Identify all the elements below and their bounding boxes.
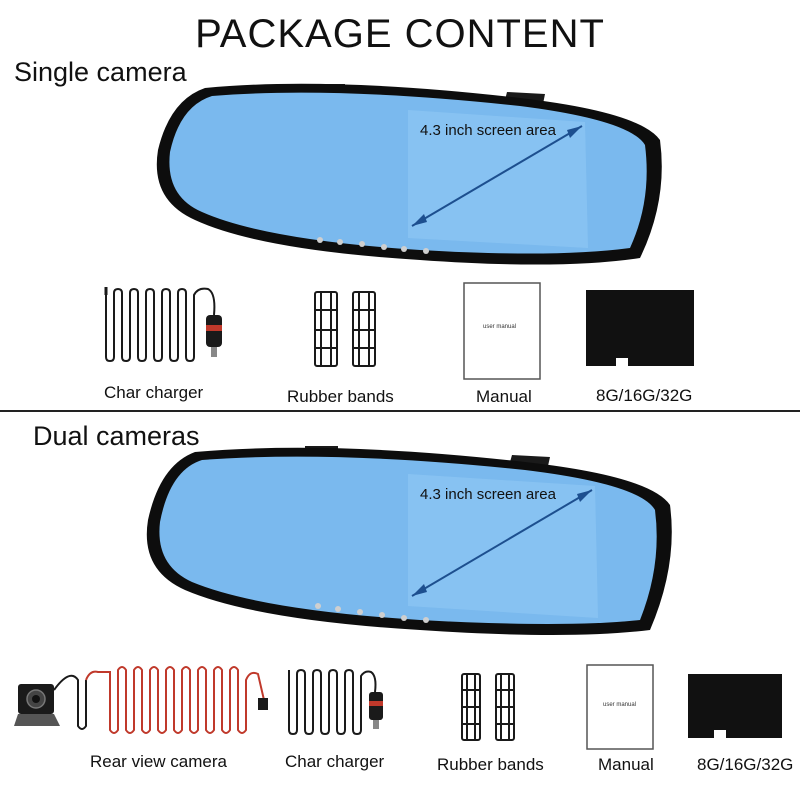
single-rubber-bands-caption: Rubber bands [287, 387, 394, 406]
car-charger-icon [288, 668, 383, 736]
rubber-bands-icon [314, 291, 376, 367]
manual-icon: user manual [586, 664, 654, 750]
single-car-charger-caption: Char charger [104, 383, 204, 402]
dual-manual-caption: Manual [598, 755, 654, 774]
section-divider [0, 410, 800, 412]
dual-screen-label: 4.3 inch screen area [420, 486, 557, 503]
svg-text:user manual: user manual [603, 702, 636, 708]
memory-card-icon [688, 674, 782, 738]
dual-cameras-label: Dual cameras [33, 421, 200, 451]
lcd-area [408, 110, 588, 248]
single-screen-label: 4.3 inch screen area [420, 122, 557, 139]
single-camera-label: Single camera [14, 57, 187, 87]
single-manual-caption: Manual [476, 387, 532, 406]
rubber-bands-icon [461, 673, 515, 741]
lcd-area [408, 474, 598, 618]
car-charger-icon [104, 287, 222, 363]
dual-memory-card-caption: 8G/16G/32G [697, 755, 794, 774]
mirror-buttons [317, 237, 429, 254]
rear-camera-icon [14, 666, 268, 734]
manual-icon: user manual [463, 282, 541, 380]
dual-rubber-bands-caption: Rubber bands [437, 755, 544, 774]
page-title: PACKAGE CONTENT [195, 12, 605, 56]
svg-text:user manual: user manual [483, 324, 516, 330]
dual-car-charger-caption: Char charger [285, 752, 385, 771]
memory-card-icon [586, 290, 694, 366]
mirror-buttons [315, 603, 429, 623]
single-memory-card-caption: 8G/16G/32G [596, 386, 693, 405]
dual-rear-camera-caption: Rear view camera [90, 752, 227, 771]
